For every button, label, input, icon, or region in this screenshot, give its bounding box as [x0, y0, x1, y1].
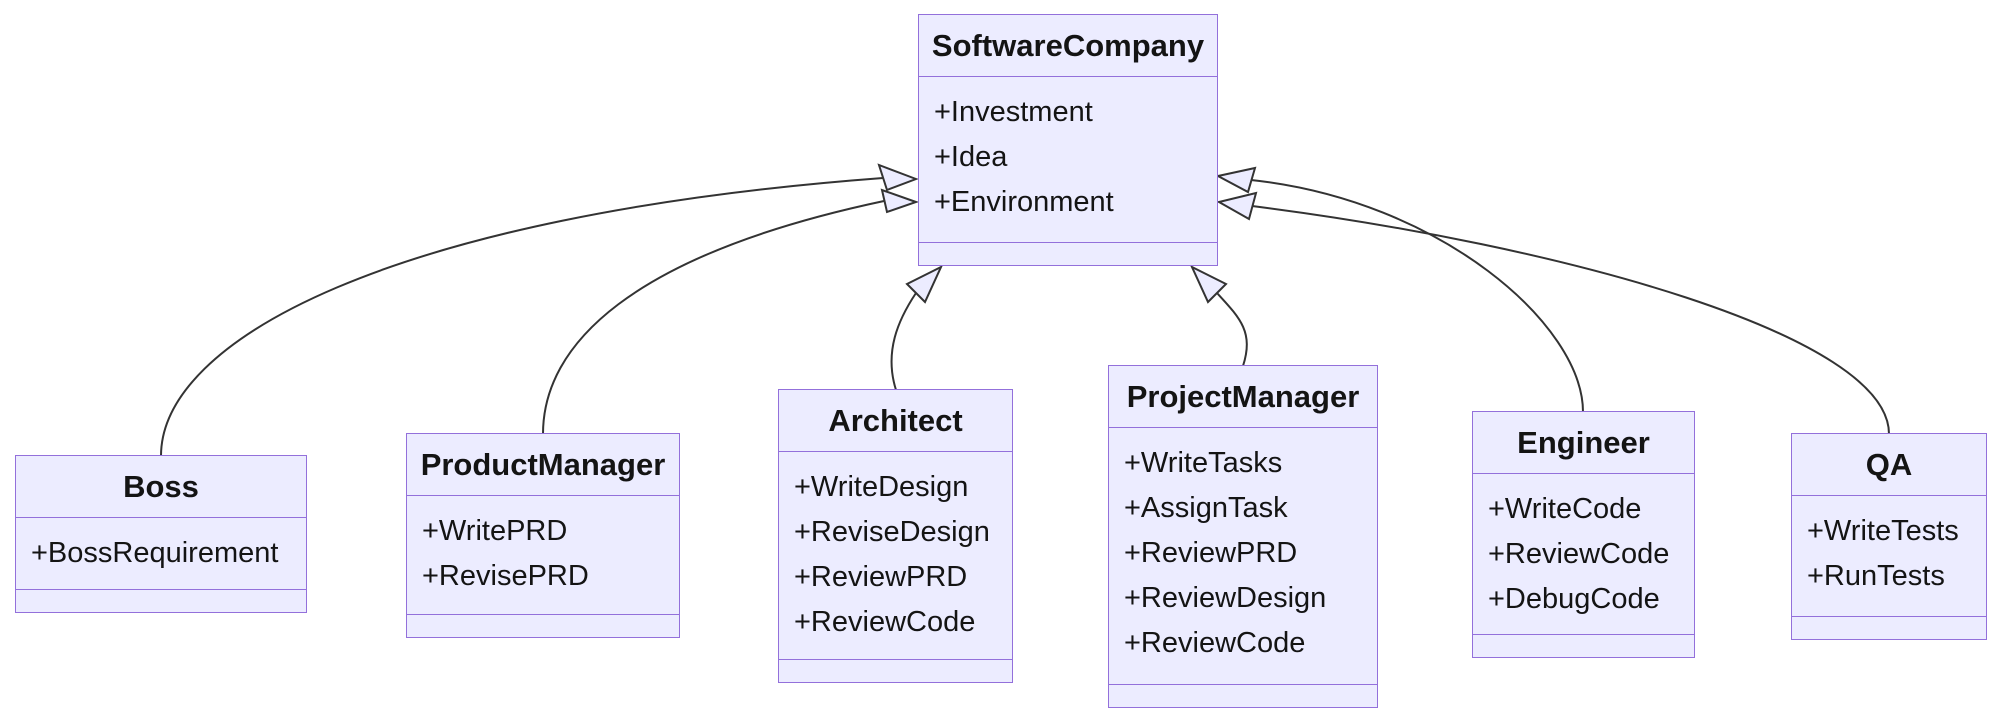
class-attribute: +ReviewPRD	[1124, 537, 1298, 569]
inheritance-arrowhead-qa	[1216, 191, 1258, 221]
class-methods-empty	[1109, 685, 1377, 707]
inheritance-edge-project-manager	[1216, 292, 1248, 367]
class-attribute: +Idea	[934, 141, 1008, 173]
class-methods-empty	[1473, 635, 1694, 657]
class-attribute: +RunTests	[1807, 560, 1945, 592]
inheritance-arrowhead-engineer	[1215, 166, 1257, 194]
class-attribute: +ReviewPRD	[794, 561, 968, 593]
inheritance-edge-architect	[890, 292, 917, 391]
inheritance-edge-boss	[160, 177, 884, 457]
class-title: ProjectManager	[1109, 366, 1377, 428]
class-attribute: +WriteCode	[1488, 493, 1642, 525]
class-attribute: +AssignTask	[1124, 492, 1288, 524]
class-methods-empty	[779, 660, 1012, 682]
class-project-manager: ProjectManager +WriteTasks +AssignTask +…	[1108, 365, 1378, 708]
class-methods-empty	[919, 243, 1217, 265]
inheritance-edge-engineer	[1250, 179, 1584, 413]
class-attribute: +WritePRD	[422, 515, 568, 547]
class-attributes: +WriteDesign +ReviseDesign +ReviewPRD +R…	[779, 452, 1012, 660]
class-attribute: +Environment	[934, 186, 1114, 218]
class-product-manager: ProductManager +WritePRD +RevisePRD	[406, 433, 680, 638]
class-attributes: +BossRequirement	[16, 518, 306, 590]
class-attributes: +Investment +Idea +Environment	[919, 77, 1217, 243]
class-attributes: +WriteCode +ReviewCode +DebugCode	[1473, 474, 1694, 635]
class-methods-empty	[16, 590, 306, 612]
inheritance-arrowhead-product-manager	[880, 188, 920, 214]
class-software-company: SoftwareCompany +Investment +Idea +Envir…	[918, 14, 1218, 266]
class-architect: Architect +WriteDesign +ReviseDesign +Re…	[778, 389, 1013, 683]
class-attributes: +WriteTests +RunTests	[1792, 496, 1986, 617]
class-attribute: +BossRequirement	[31, 537, 279, 569]
class-title: SoftwareCompany	[919, 15, 1217, 77]
class-attribute: +ReviewCode	[794, 606, 976, 638]
inheritance-arrowhead-boss	[877, 163, 919, 192]
inheritance-arrowhead-project-manager	[1189, 264, 1228, 304]
inheritance-edge-qa	[1251, 205, 1890, 435]
class-attribute: +WriteTasks	[1124, 447, 1283, 479]
class-attributes: +WriteTasks +AssignTask +ReviewPRD +Revi…	[1109, 428, 1377, 685]
class-title: ProductManager	[407, 434, 679, 496]
class-methods-empty	[407, 615, 679, 637]
class-attribute: +RevisePRD	[422, 560, 589, 592]
class-title: Boss	[16, 456, 306, 518]
class-attribute: +Investment	[934, 96, 1093, 128]
inheritance-edge-product-manager	[542, 200, 885, 435]
inheritance-arrowhead-architect	[905, 264, 944, 304]
class-attribute: +ReviewCode	[1124, 627, 1306, 659]
class-methods-empty	[1792, 617, 1986, 639]
class-attributes: +WritePRD +RevisePRD	[407, 496, 679, 615]
class-boss: Boss +BossRequirement	[15, 455, 307, 613]
class-attribute: +WriteDesign	[794, 471, 969, 503]
class-title: QA	[1792, 434, 1986, 496]
class-title: Architect	[779, 390, 1012, 452]
class-attribute: +DebugCode	[1488, 583, 1660, 615]
class-title: Engineer	[1473, 412, 1694, 474]
class-attribute: +ReviseDesign	[794, 516, 990, 548]
class-engineer: Engineer +WriteCode +ReviewCode +DebugCo…	[1472, 411, 1695, 658]
class-qa: QA +WriteTests +RunTests	[1791, 433, 1987, 640]
class-attribute: +WriteTests	[1807, 515, 1959, 547]
class-attribute: +ReviewCode	[1488, 538, 1670, 570]
class-attribute: +ReviewDesign	[1124, 582, 1327, 614]
